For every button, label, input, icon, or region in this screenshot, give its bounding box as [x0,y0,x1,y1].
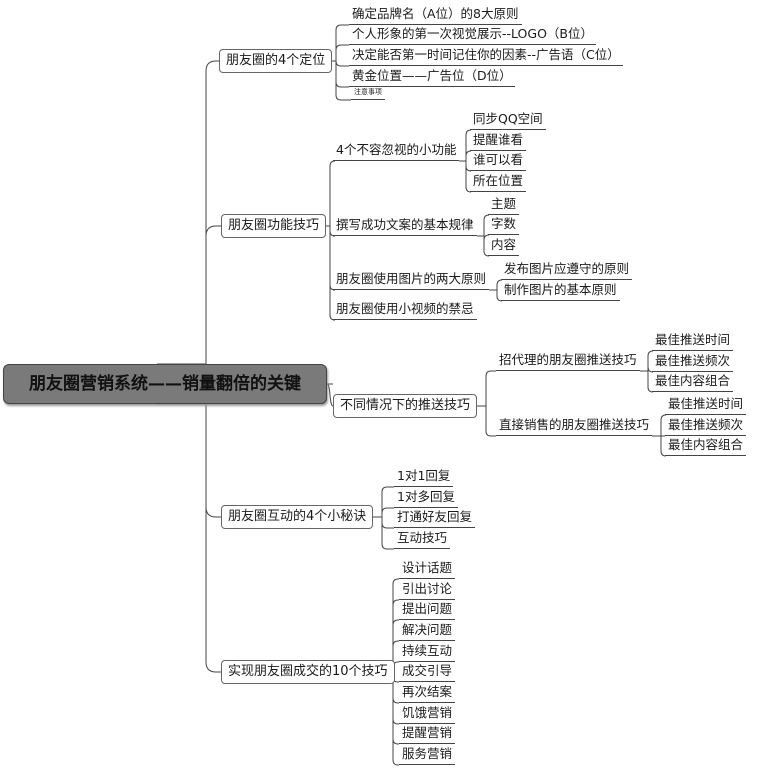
connector-line [465,161,472,193]
leaf-one-to-many: 1对多回复 [394,489,458,508]
leaf-ad-position: 黄金位置——广告位（D位） [349,68,515,87]
leaf-notes: 注意事项 [351,88,385,100]
connector-line [381,517,394,529]
branch-positioning: 朋友圈的4个定位 [219,49,333,73]
connector-line [647,350,654,371]
sub-copywriting: 撰写成功文案的基本规律 [333,217,477,236]
branch-features: 朋友圈功能技巧 [221,214,327,238]
leaf-who-can-see: 谁可以看 [470,152,527,171]
leaf-close-again: 再次结案 [399,684,456,703]
connector-line [392,640,399,672]
leaf-agent-time: 最佳推送时间 [652,332,734,351]
connector-line [660,414,667,436]
branch-push-tips: 不同情况下的推送技巧 [333,394,478,418]
leaf-direct-content: 最佳内容组合 [665,437,747,456]
leaf-direct-time: 最佳推送时间 [665,396,747,415]
leaf-agent-content: 最佳内容组合 [652,373,734,392]
leaf-agent-frequency: 最佳推送频次 [652,353,734,372]
leaf-service-marketing: 服务营销 [399,746,456,765]
connector-line [381,517,394,550]
connector-line [392,599,399,672]
leaf-one-to-one: 1对1回复 [394,468,454,487]
leaf-design-topic: 设计话题 [399,560,456,579]
sub-small-features: 4个不容忽视的小功能 [333,142,460,161]
leaf-logo: 个人形象的第一次视觉展示--LOGO（B位） [349,26,596,45]
leaf-raise-question: 提出问题 [399,601,456,620]
connector-line [647,366,654,373]
connector-line [647,371,654,393]
connector-line [392,619,399,672]
leaf-word-count: 字数 [488,216,520,235]
connector-line [335,24,349,61]
connector-line [392,672,399,766]
leaf-solve-question: 解决问题 [399,622,456,641]
connector-line [660,436,667,457]
leaf-slogan: 决定能否第一时间记住你的因素--广告语（C位） [349,47,623,66]
connector-line [326,383,334,407]
leaf-reminder-marketing: 提醒营销 [399,725,456,744]
connector-line [381,507,394,517]
connector-line [496,290,503,302]
sub-image-principles: 朋友圈使用图片的两大原则 [333,271,490,290]
connector-line [157,403,221,518]
connector-line [157,60,219,365]
branch-conversion: 实现朋友圈成交的10个技巧 [221,660,395,684]
leaf-lead-discussion: 引出讨论 [399,581,456,600]
leaf-sync-qq: 同步QQ空间 [470,111,546,130]
connector-line [381,486,394,517]
connector-line [157,403,221,673]
leaf-keep-interacting: 持续互动 [399,643,456,662]
connector-line [329,226,336,321]
leaf-make-image-rules: 制作图片的基本原则 [501,282,620,301]
connector-line [335,44,349,61]
sub-direct-push: 直接销售的朋友圈推送技巧 [496,417,653,436]
branch-interaction: 朋友圈互动的4个小秘诀 [221,505,374,529]
leaf-friend-reply: 打通好友回复 [394,509,476,528]
connector-line [465,150,472,161]
connector-line [392,578,399,672]
connector-line [483,236,490,257]
sub-video-taboos: 朋友圈使用小视频的禁忌 [333,301,477,320]
connector-line [335,60,349,67]
connector-line [496,279,503,290]
leaf-post-image-rules: 发布图片应遵守的原则 [501,261,633,280]
leaf-location: 所在位置 [470,173,527,192]
root-topic: 朋友圈营销系统——销量翻倍的关键 [3,364,327,404]
sub-agent-push: 招代理的朋友圈推送技巧 [496,352,640,371]
leaf-hunger-marketing: 饥饿营销 [399,705,456,724]
leaf-content: 内容 [488,237,520,256]
leaf-brand-name: 确定品牌名（A位）的8大原则 [349,6,522,25]
connector-line [157,225,221,365]
leaf-interaction-skills: 互动技巧 [394,530,451,549]
connector-line [335,61,351,101]
leaf-direct-frequency: 最佳推送频次 [665,417,747,436]
connector-line [485,406,496,437]
connector-line [329,160,336,226]
connector-line [483,214,490,236]
connector-line [485,370,496,406]
leaf-remind: 提醒谁看 [470,132,527,151]
leaf-deal-guide: 成交引导 [399,663,456,682]
leaf-theme: 主题 [488,196,520,215]
connector-line [465,129,472,161]
